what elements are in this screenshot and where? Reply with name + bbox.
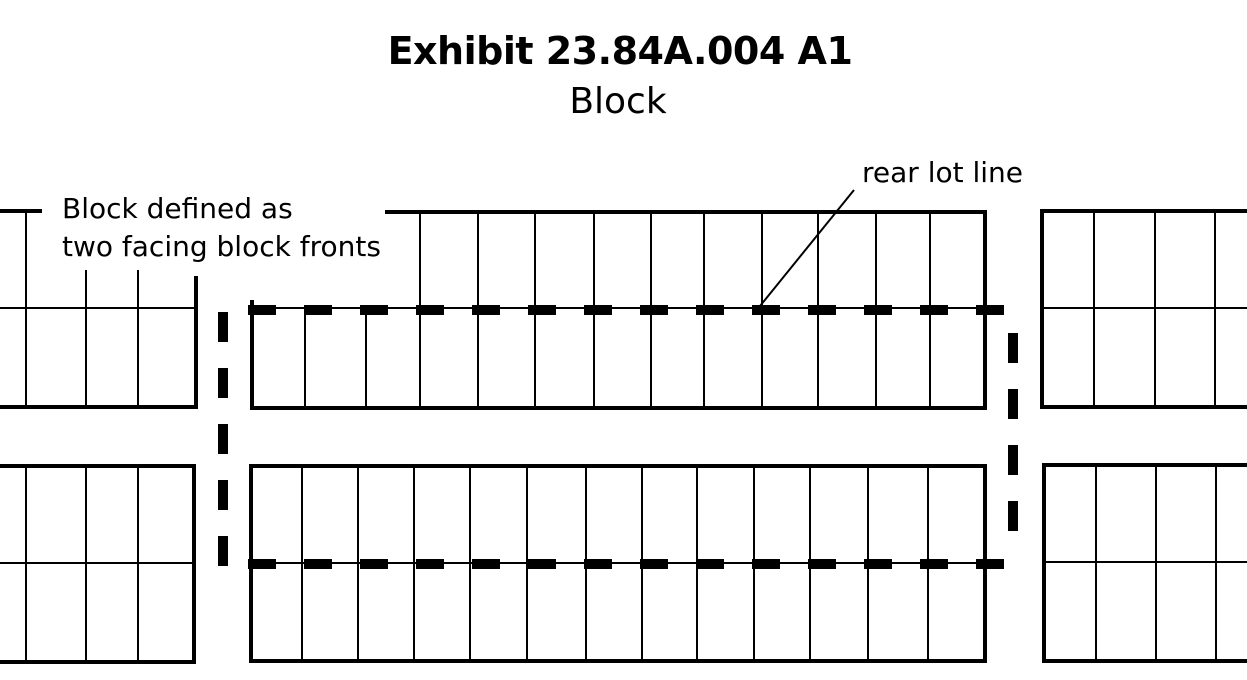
rear-lot-line-leader [759,189,855,307]
left-top-partial-block [0,209,198,409]
exhibit-subtitle: Block [569,81,667,122]
block-definition-line-2: two facing block fronts [62,230,381,263]
block-definition-line-1: Block defined as [62,192,293,225]
block-definition-label: Block defined as two facing block fronts [58,190,385,266]
dashed-block-boundary [218,305,1020,569]
exhibit-title: Exhibit 23.84A.004 A1 [387,29,853,73]
right-top-partial-block [1040,209,1247,409]
right-bottom-partial-block [1042,463,1247,663]
left-bottom-partial-block [0,464,196,664]
rear-lot-line-label: rear lot line [862,156,1024,189]
